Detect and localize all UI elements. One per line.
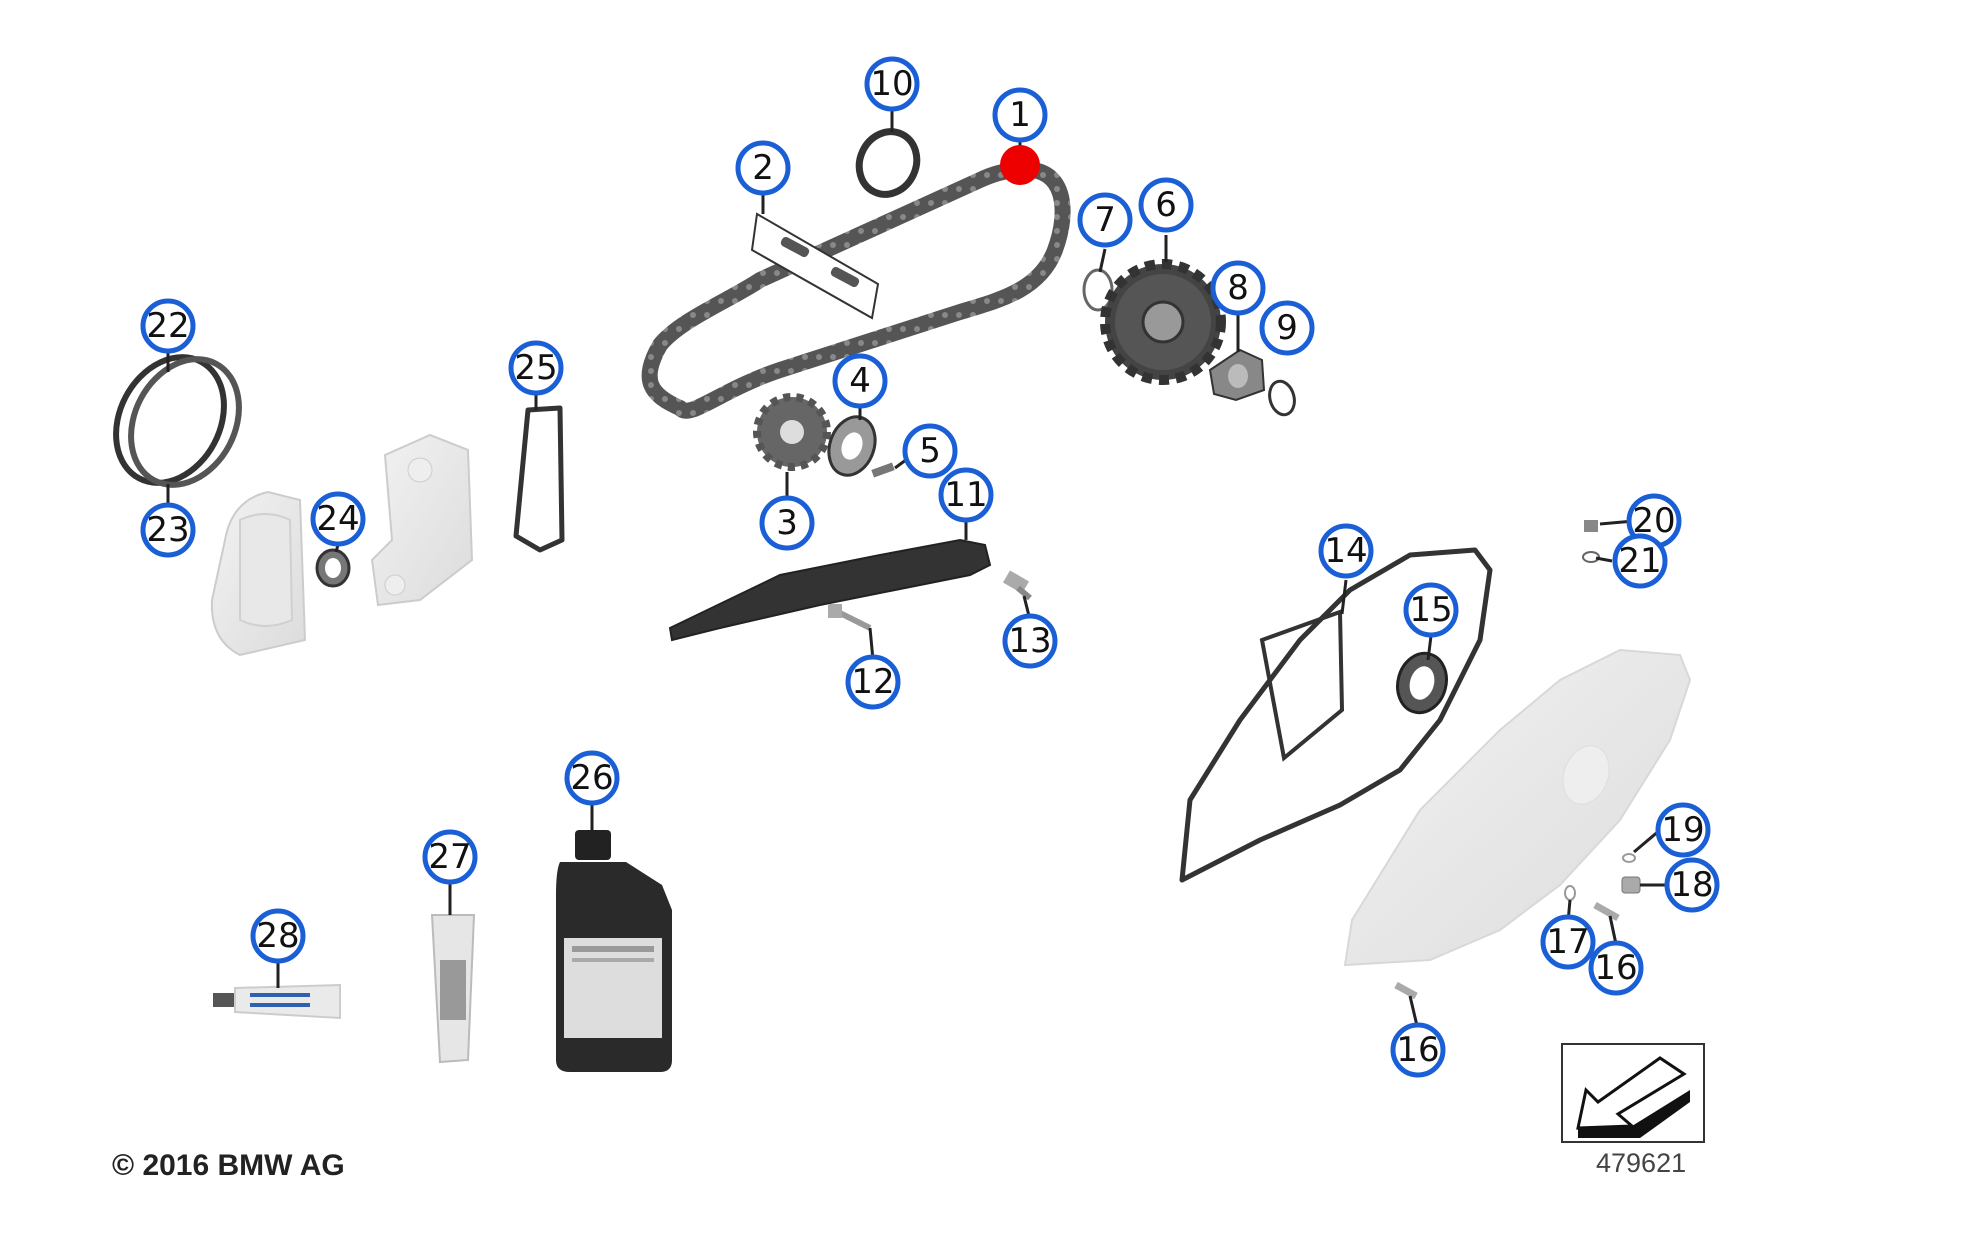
callout[interactable]: 25 (508, 340, 564, 396)
callout[interactable]: 16 (1390, 1022, 1446, 1078)
svg-text:19: 19 (1661, 810, 1704, 850)
retaining-ring-part (1268, 379, 1296, 417)
svg-text:7: 7 (1094, 200, 1116, 240)
callout[interactable]: 28 (250, 908, 306, 964)
svg-text:2: 2 (752, 148, 774, 188)
oil-bottle-part (556, 830, 672, 1072)
svg-text:24: 24 (316, 499, 359, 539)
callout[interactable]: 7 (1077, 192, 1133, 248)
sealing-rings-part (113, 354, 242, 488)
svg-text:23: 23 (146, 510, 189, 550)
svg-text:11: 11 (944, 475, 987, 515)
callout[interactable]: 24 (310, 491, 366, 547)
callout[interactable]: 1 (992, 87, 1048, 143)
callout[interactable]: 18 (1664, 857, 1720, 913)
callout[interactable]: 2 (735, 140, 791, 196)
diagram-number: 479621 (1596, 1148, 1686, 1178)
callouts: 1 2 3 4 5 6 7 8 9 10 11 12 13 14 15 16 1… (140, 56, 1720, 1078)
svg-text:6: 6 (1155, 185, 1177, 225)
callout[interactable]: 12 (845, 654, 901, 710)
svg-text:16: 16 (1396, 1030, 1439, 1070)
svg-text:21: 21 (1618, 541, 1661, 581)
orientation-arrow-box (1561, 1043, 1705, 1143)
bracket-housing-part (370, 433, 474, 607)
tensioner-rail-part (668, 538, 992, 642)
callout[interactable]: 27 (422, 829, 478, 885)
callout[interactable]: 22 (140, 298, 196, 354)
timing-cover-part (1343, 648, 1692, 967)
callout[interactable]: 14 (1318, 523, 1374, 579)
callout[interactable]: 5 (902, 423, 958, 479)
callout[interactable]: 21 (1612, 533, 1668, 589)
callout[interactable]: 17 (1540, 914, 1596, 970)
callout[interactable]: 16 (1588, 940, 1644, 996)
radial-seal-part (315, 548, 351, 588)
rail-bolt-part (828, 604, 872, 631)
svg-text:18: 18 (1670, 865, 1713, 905)
highlight-marker (1000, 145, 1040, 185)
callout[interactable]: 15 (1403, 582, 1459, 638)
svg-text:3: 3 (776, 503, 798, 543)
washer-part (827, 415, 877, 477)
svg-text:22: 22 (146, 306, 189, 346)
sealant-tube-part (213, 983, 341, 1020)
copyright-text: © 2016 BMW AG (112, 1149, 345, 1182)
callout[interactable]: 3 (759, 495, 815, 551)
svg-text:14: 14 (1324, 531, 1367, 571)
svg-text:17: 17 (1546, 922, 1589, 962)
housing-cover-part (210, 490, 307, 657)
callout[interactable]: 11 (938, 467, 994, 523)
callout[interactable]: 23 (140, 502, 196, 558)
svg-text:26: 26 (570, 758, 613, 798)
svg-text:13: 13 (1008, 621, 1051, 661)
circlip-part (1082, 268, 1114, 312)
callout[interactable]: 8 (1210, 260, 1266, 316)
svg-text:12: 12 (851, 662, 894, 702)
svg-text:9: 9 (1276, 308, 1298, 348)
svg-text:16: 16 (1594, 948, 1637, 988)
callout[interactable]: 6 (1138, 177, 1194, 233)
chain-link-kit-part (750, 212, 880, 320)
timing-chain-part (641, 161, 1071, 419)
svg-text:1: 1 (1009, 95, 1031, 135)
svg-text:28: 28 (256, 916, 299, 956)
o-ring-part (855, 128, 921, 198)
gasket-part (513, 405, 565, 553)
svg-text:8: 8 (1227, 268, 1249, 308)
large-sprocket-part (1100, 259, 1226, 385)
callout[interactable]: 26 (564, 750, 620, 806)
svg-text:15: 15 (1409, 590, 1452, 630)
callout[interactable]: 13 (1002, 613, 1058, 669)
svg-text:5: 5 (919, 431, 941, 471)
svg-text:25: 25 (514, 348, 557, 388)
grease-tube-part (430, 914, 476, 1064)
cover-gasket-part (1179, 547, 1493, 883)
callout[interactable]: 4 (832, 353, 888, 409)
small-sprocket-part (753, 393, 831, 471)
svg-text:4: 4 (849, 361, 871, 401)
svg-text:10: 10 (870, 64, 913, 104)
hub-nut-part (1208, 348, 1266, 402)
pivot-bolt-part (1002, 570, 1032, 601)
callout[interactable]: 10 (864, 56, 920, 112)
callout[interactable]: 9 (1259, 300, 1315, 356)
svg-text:27: 27 (428, 837, 471, 877)
bolt-part (871, 462, 895, 478)
callout[interactable]: 19 (1655, 802, 1711, 858)
